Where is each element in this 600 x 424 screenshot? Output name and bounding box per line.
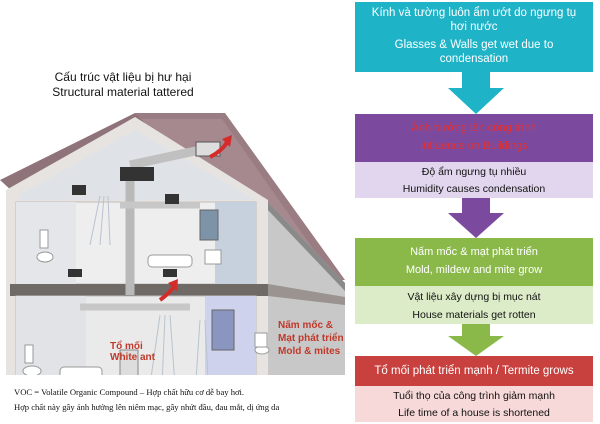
flow-arrow-1 xyxy=(448,72,504,114)
label-mold-vi2: Mạt phát triển xyxy=(278,333,344,344)
exterior-wall-right xyxy=(266,200,345,375)
label-mold-vi1: Nấm mốc & xyxy=(278,320,334,331)
upper-window xyxy=(199,209,219,241)
step4-sub-en: Life time of a house is shortened xyxy=(398,407,550,419)
house-cutaway-illustration xyxy=(0,113,345,375)
step2-head-en: Influence on Buildings xyxy=(420,140,528,152)
step4-sub-vi: Tuổi thọ của công trình giảm mạnh xyxy=(393,390,555,402)
voc-effect: Hợp chất này gây ảnh hưởng lên niêm mạc,… xyxy=(14,402,280,412)
step3-head-vi: Nấm mốc & mạt phát triển xyxy=(410,246,538,258)
step3-head-en: Mold, mildew and mite grow xyxy=(405,264,543,276)
floor-slab xyxy=(10,284,268,296)
step1-text-en: Glasses & Walls get wet due to condensat… xyxy=(394,39,554,65)
step2-head-box: Ảnh hưởng lên công trình Influence on Bu… xyxy=(355,114,593,162)
label-mold-en: Mold & mites xyxy=(278,346,341,357)
label-white-ant-vi: Tổ mối xyxy=(110,341,143,352)
bathtub-lower xyxy=(59,366,103,375)
step4-sub-box: Tuổi thọ của công trình giảm mạnh Life t… xyxy=(355,386,593,422)
step2-head-vi: Ảnh hưởng lên công trình xyxy=(411,122,537,134)
bathtub-upper xyxy=(147,254,193,268)
step4-head: Tổ mối phát triển mạnh / Termite grows xyxy=(374,365,574,377)
toilet-lower xyxy=(22,365,42,375)
step1-box: Kính và tường luôn ẩm ướt do ngưng tụ hơ… xyxy=(355,2,593,72)
voc-definition: VOC = Volatile Organic Compound – Hợp ch… xyxy=(14,387,245,397)
house-title-en: Structural material tattered xyxy=(52,85,194,99)
flow-arrow-3 xyxy=(448,324,504,356)
step2-sub-en: Humidity causes condensation xyxy=(402,183,546,195)
toilet-upper xyxy=(36,251,54,263)
label-white-ant-en: White ant xyxy=(110,352,155,363)
flow-arrow-2 xyxy=(448,198,504,238)
step3-sub-en: House materials get rotten xyxy=(412,309,536,321)
lower-window xyxy=(211,309,235,351)
house-title-vi: Cấu trúc vật liệu bị hư hại xyxy=(54,70,192,84)
step3-sub-box: Vật liệu xây dựng bị mục nát House mater… xyxy=(355,286,593,324)
step2-sub-box: Độ ẩm ngưng tụ nhiều Humidity causes con… xyxy=(355,162,593,198)
step3-sub-vi: Vật liệu xây dựng bị mục nát xyxy=(407,291,541,303)
step1-text-vi: Kính và tường luôn ẩm ướt do ngưng tụ hơ… xyxy=(371,7,577,33)
step3-head-box: Nấm mốc & mạt phát triển Mold, mildew an… xyxy=(355,238,593,286)
airflow-spray xyxy=(89,195,209,375)
step2-sub-vi: Độ ẩm ngưng tụ nhiều xyxy=(421,166,527,178)
step4-head-box: Tổ mối phát triển mạnh / Termite grows xyxy=(355,356,593,386)
vent-unit-attic xyxy=(120,167,154,181)
